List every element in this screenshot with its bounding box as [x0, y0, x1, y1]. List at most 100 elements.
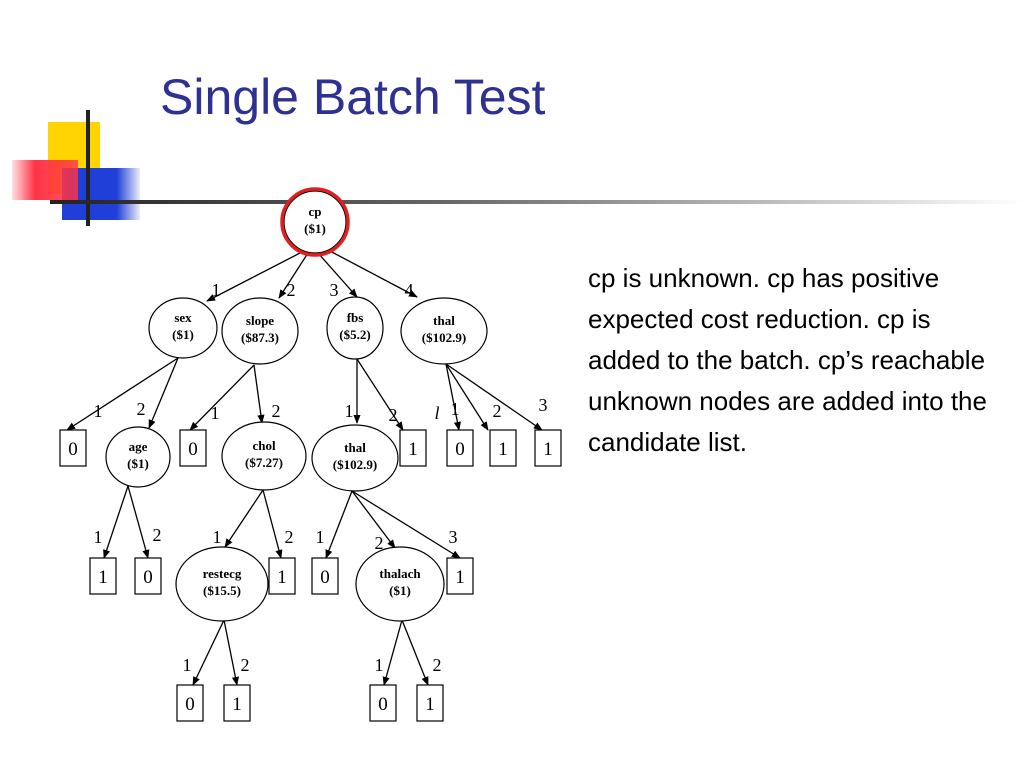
- edge-label-slope-chol: 2: [272, 401, 281, 421]
- leaf-l6-box: [534, 429, 562, 467]
- leaf-l5-value: 1: [498, 439, 508, 460]
- edge-restecg-l13: [223, 619, 239, 686]
- leaf-l3: 1: [399, 429, 427, 467]
- node-age-name: age: [129, 439, 148, 454]
- edge-restecg-l12: [192, 619, 225, 686]
- leaf-l3-value: 1: [408, 439, 418, 460]
- edge-label-thal2-l10: 1: [316, 527, 325, 547]
- corner-decoration: [12, 110, 1024, 226]
- edge-label-fbs-l3: 2: [389, 405, 398, 425]
- node-chol: chol($7.27): [221, 421, 307, 491]
- leaf-l2: 0: [179, 429, 207, 467]
- edge-chol-l9: [262, 489, 283, 559]
- edge-age-l7: [103, 485, 129, 559]
- leaf-l8-value: 0: [143, 567, 153, 588]
- node-restecg-ellipse: [175, 546, 269, 622]
- edge-label-thal1-l4: 1: [451, 399, 460, 419]
- edge-label-thal1-l6: 3: [539, 395, 548, 415]
- leaf-l12-value: 0: [185, 694, 195, 715]
- node-thal1-name: thal: [433, 313, 455, 328]
- deco-red-square: [12, 160, 78, 200]
- node-slope-cost: ($87.3): [241, 330, 279, 345]
- leaf-l13: 1: [223, 684, 251, 722]
- slide-description: cp is unknown. cp has positive expected …: [588, 263, 987, 457]
- node-thalach-name: thalach: [379, 566, 421, 581]
- node-thal2-ellipse: [311, 424, 399, 492]
- leaf-l8: 0: [134, 557, 162, 595]
- leaf-l1-box: [59, 429, 87, 467]
- node-thalach-ellipse: [355, 546, 445, 622]
- leaf-l7-value: 1: [98, 567, 108, 588]
- node-cp-highlight-ring: [280, 187, 350, 257]
- node-sex-cost: ($1): [172, 327, 194, 342]
- node-restecg: restecg ($15.5): [175, 546, 269, 622]
- edge-cp-slope: [278, 252, 309, 299]
- leaf-l5: 1: [489, 429, 517, 467]
- edge-label-thal1-l5: 2: [493, 401, 502, 421]
- node-age-cost: ($1): [127, 456, 149, 471]
- leaf-l11-value: 1: [455, 567, 465, 588]
- leaf-l8-box: [134, 557, 162, 595]
- node-slope: slope ($87.3): [221, 297, 299, 365]
- edge-cp-thal1: [327, 249, 418, 298]
- node-slope-name: slope: [246, 313, 274, 328]
- leaf-l12: 0: [176, 684, 204, 722]
- deco-vertical-line: [86, 110, 90, 226]
- leaf-l6: 1: [534, 429, 562, 467]
- edge-sex-l1: [66, 357, 179, 431]
- leaf-l12-box: [176, 684, 204, 722]
- edge-slope-chol: [253, 364, 265, 424]
- leaf-l7: 1: [89, 557, 117, 595]
- edge-sex-age: [148, 357, 179, 429]
- node-age: age ($1): [105, 426, 171, 488]
- leaf-l10-value: 0: [320, 567, 330, 588]
- node-restecg-name: restecg: [203, 566, 242, 581]
- edge-label-age-l8: 2: [153, 525, 162, 545]
- node-sex: sex($1): [148, 297, 218, 359]
- edge-label-restecg-l12: 1: [183, 655, 192, 675]
- edge-label-chol-l9: 2: [285, 527, 294, 547]
- node-cp: cp($1): [280, 187, 350, 257]
- edge-age-l8: [127, 485, 150, 559]
- slide-title: Single Batch Test: [160, 69, 546, 125]
- leaf-l13-value: 1: [232, 694, 242, 715]
- leaf-l1: 0: [59, 429, 87, 467]
- leaf-l2-value: 0: [188, 439, 198, 460]
- edge-cp-sex: [206, 251, 303, 302]
- leaf-l7-box: [89, 557, 117, 595]
- node-restecg-cost: ($15.5): [203, 583, 241, 598]
- node-thal1-cost: ($102.9): [422, 330, 466, 345]
- edge-label-chol-restecg: 1: [213, 527, 222, 547]
- edge-chol-restecg: [224, 489, 264, 548]
- edge-thalach-l14: [382, 619, 403, 686]
- node-slope-ellipse: [221, 297, 299, 365]
- edge-fbs-l3: [356, 358, 404, 431]
- edge-label-sex-l1: 1: [94, 401, 103, 421]
- edge-label-thal2-l11: 3: [449, 527, 458, 547]
- leaf-l13-box: [223, 684, 251, 722]
- leaf-l9-value: 1: [277, 567, 287, 588]
- node-fbs-cost: ($5.2): [339, 327, 370, 342]
- node-thalach-cost: ($1): [389, 583, 411, 598]
- edge-thalach-l15: [401, 619, 429, 686]
- leaf-l6-value: 1: [543, 439, 553, 460]
- edge-thal1-l6: [445, 363, 543, 431]
- edge-label-cp-sex: 1: [212, 280, 221, 300]
- leaf-l2-box: [179, 429, 207, 467]
- edge-label-cp-thal1: 4: [405, 280, 414, 300]
- edge-label-cp-slope: 2: [287, 280, 296, 300]
- leaf-l3-box: [399, 429, 427, 467]
- node-chol-name: chol: [252, 438, 276, 453]
- node-thal1-ellipse: [400, 297, 488, 365]
- edge-label-thal2-thalach: 2: [375, 533, 384, 553]
- node-cp-cost: ($1): [304, 221, 326, 236]
- node-fbs-name: fbs: [347, 310, 364, 325]
- leaf-l14-box: [369, 684, 397, 722]
- leaf-l4: 0: [446, 429, 474, 467]
- node-chol-ellipse: [221, 421, 307, 491]
- node-sex-ellipse: [148, 297, 218, 359]
- leaf-l4-value: 0: [455, 439, 465, 460]
- edge-label-sex-age: 2: [137, 399, 146, 419]
- edge-label-thalach-l15: 2: [433, 655, 442, 675]
